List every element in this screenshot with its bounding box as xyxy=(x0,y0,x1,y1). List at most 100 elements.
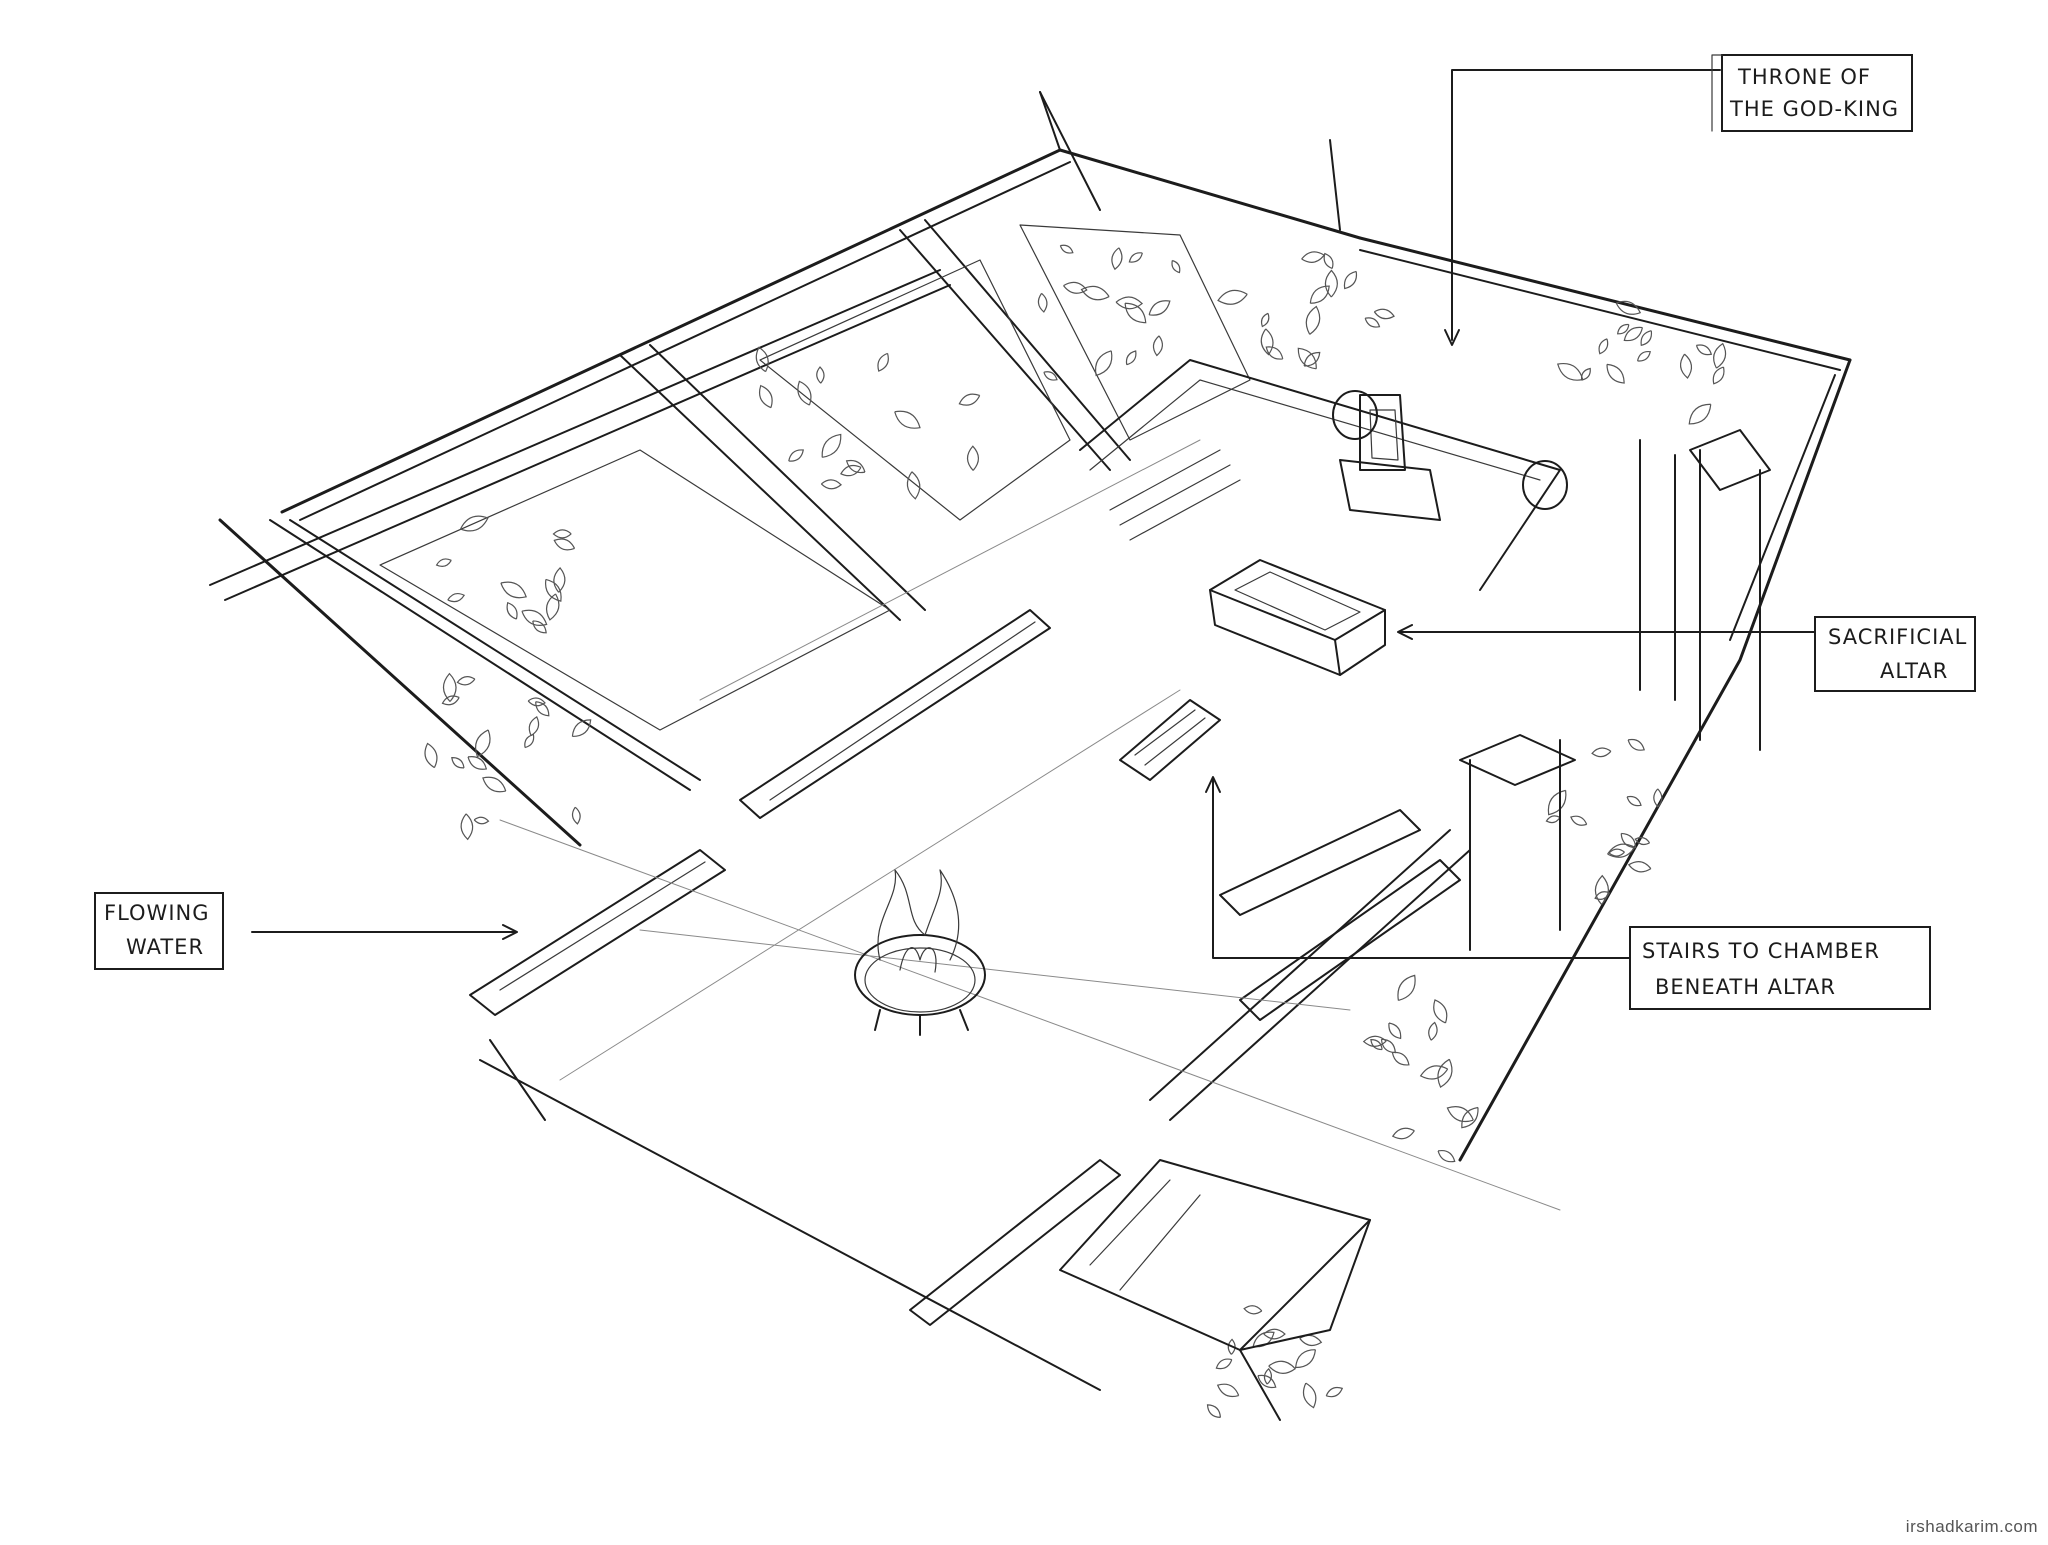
outer-walls xyxy=(218,91,1852,1391)
leaf-scribble xyxy=(1171,259,1181,274)
leaf-scribble xyxy=(1373,308,1395,320)
leaf-scribble xyxy=(1616,323,1630,335)
leaf-scribble xyxy=(467,756,488,770)
leaf-scribble xyxy=(1323,252,1334,270)
leaf-scribble xyxy=(1607,843,1636,858)
leaf-scribble xyxy=(1115,296,1144,310)
leaf-scribble xyxy=(1301,251,1326,263)
sacrificial-altar xyxy=(1119,559,1386,781)
leaf-scribble xyxy=(1695,344,1713,356)
leaf-scribble xyxy=(1063,281,1088,294)
leaf-scribble xyxy=(1594,891,1611,900)
leaf-scribble xyxy=(1437,1058,1453,1088)
leaf-scribble xyxy=(473,816,490,825)
leaf-scribble xyxy=(1712,366,1725,385)
leaf-scribble xyxy=(1433,999,1448,1024)
leaf-scribble xyxy=(1309,285,1330,304)
leaf-scribble xyxy=(535,701,550,717)
leaf-scribble xyxy=(1388,1022,1402,1040)
leaf-scribble xyxy=(1623,326,1643,342)
leaf-scribble xyxy=(545,593,560,621)
leaf-scribble xyxy=(1545,815,1561,824)
leaf-scribble xyxy=(1391,1127,1415,1140)
leaf-scribble xyxy=(1380,1038,1396,1054)
leaf-scribble xyxy=(1297,347,1317,370)
leaf-scribble xyxy=(1216,1383,1240,1398)
leaf-scribble xyxy=(459,515,489,532)
leaf-scribble xyxy=(456,676,476,686)
leaf-scribble xyxy=(755,346,769,373)
leaf-scribble xyxy=(1260,312,1270,328)
leaf-scribble xyxy=(1391,1051,1410,1066)
leaf-scribble xyxy=(1227,1338,1236,1355)
leaf-scribble xyxy=(1148,300,1171,316)
throne-label-line1: THRONE OF xyxy=(1737,65,1871,89)
leaf-scribble xyxy=(528,716,540,737)
leaf-scribble xyxy=(506,601,518,620)
leaf-scribble xyxy=(894,410,921,429)
leaf-scribble xyxy=(1688,403,1712,425)
leaf-scribble xyxy=(1640,330,1653,347)
leaf-scribble xyxy=(553,538,576,551)
label-water: FLOWING WATER xyxy=(94,892,224,970)
leaf-scribble xyxy=(1257,1374,1277,1389)
altar-label-line1: SACRIFICIAL xyxy=(1828,625,1967,649)
leaf-scribble xyxy=(1446,1106,1474,1123)
leaf-scribble xyxy=(820,479,842,490)
right-columns xyxy=(1459,429,1771,951)
leaf-scribble xyxy=(845,459,866,474)
leaf-scribble xyxy=(1303,351,1321,367)
leaf-scribble xyxy=(527,697,546,707)
leaf-scribble xyxy=(1556,363,1584,381)
leaf-scribble xyxy=(1634,836,1651,846)
leaf-scribble xyxy=(906,471,921,500)
leaf-scribble xyxy=(758,384,773,409)
leaf-scribble xyxy=(1263,1367,1272,1385)
fire-brazier xyxy=(854,869,986,1036)
leaf-scribble xyxy=(1111,247,1123,271)
leaf-scribble xyxy=(1598,338,1609,355)
leaf-scribble xyxy=(451,757,465,769)
credit-watermark: irshadkarim.com xyxy=(1905,1517,2038,1536)
leaf-scribble xyxy=(1294,1349,1317,1369)
water-label-line1: FLOWING xyxy=(104,901,210,925)
leaf-scribble xyxy=(1397,974,1416,1002)
leaf-scribble xyxy=(1591,747,1612,758)
leaf-scribble xyxy=(1302,1382,1317,1409)
leaf-scribble xyxy=(1627,738,1645,751)
leaf-scribble xyxy=(1580,367,1591,381)
leaf-scribble xyxy=(1428,1021,1438,1041)
leaf-scribble xyxy=(521,609,548,626)
leaf-scribble xyxy=(1152,335,1163,357)
leaf-scribble xyxy=(1094,350,1113,377)
leaf-scribble xyxy=(1305,305,1321,335)
leaf-scribble xyxy=(442,672,457,702)
stairs-label-line2: BENEATH ALTAR xyxy=(1655,975,1836,999)
leaf-scribble xyxy=(524,733,535,749)
leaf-scribble xyxy=(1206,1404,1222,1419)
leaf-scribble xyxy=(1217,289,1248,305)
leaf-scribble xyxy=(1627,860,1652,873)
leaf-scribble xyxy=(1461,1106,1479,1129)
water-channels xyxy=(469,439,1561,1326)
leaf-scribble xyxy=(1128,252,1143,263)
leaf-scribble xyxy=(1570,815,1588,826)
leaf-scribble xyxy=(1265,346,1284,360)
leaf-scribble xyxy=(816,366,825,384)
throne-label-line2: THE GOD-KING xyxy=(1729,97,1899,121)
leaf-scribble xyxy=(1419,1065,1449,1080)
leaf-scribble xyxy=(1437,1149,1456,1163)
leaf-scribble xyxy=(1043,371,1058,381)
throne-area xyxy=(1079,359,1568,591)
leaf-scribble xyxy=(1059,244,1074,254)
leaf-scribble xyxy=(1125,350,1137,366)
leaf-scribble xyxy=(1620,832,1637,849)
leaf-scribble xyxy=(544,578,562,602)
leaf-scribble xyxy=(571,719,592,738)
leaf-scribble xyxy=(797,380,812,406)
leaf-scribble xyxy=(1364,317,1381,328)
leaf-scribble xyxy=(447,592,466,603)
leaf-scribble xyxy=(424,742,438,769)
leaf-scribble xyxy=(1653,788,1663,808)
leaf-scribble xyxy=(1636,350,1651,362)
